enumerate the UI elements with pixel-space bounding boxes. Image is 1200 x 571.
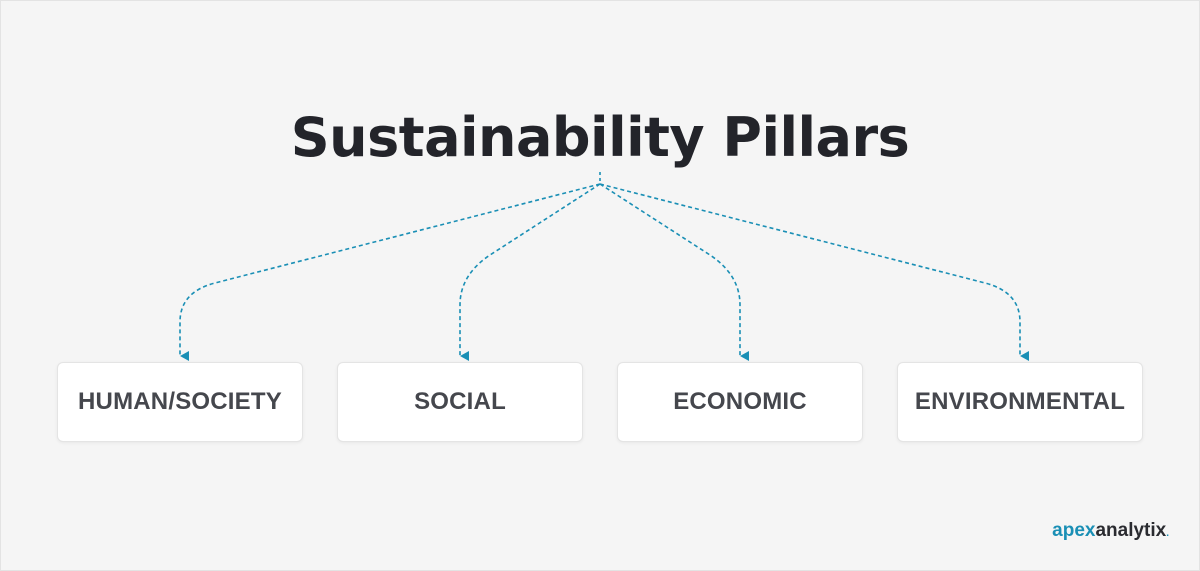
pillar-box-social: SOCIAL — [337, 362, 583, 442]
connector-environmental — [599, 183, 1029, 361]
diagram-title: Sustainability Pillars — [290, 106, 910, 169]
logo-part-apex: apex — [1052, 520, 1096, 541]
connector-social — [459, 183, 601, 361]
pillar-box-environmental: ENVIRONMENTAL — [897, 362, 1143, 442]
pillar-label: SOCIAL — [414, 388, 506, 415]
pillar-label: ENVIRONMENTAL — [914, 388, 1126, 415]
pillar-label: ECONOMIC — [673, 388, 807, 415]
logo-part-analytix: analytix — [1095, 520, 1167, 541]
pillar-box-economic: ECONOMIC — [617, 362, 863, 442]
brand-logo: apexanalytix. — [1052, 520, 1169, 542]
pillar-label: HUMAN/SOCIETY — [78, 388, 282, 415]
connector-human-society — [179, 183, 601, 361]
logo-mark: . — [1166, 528, 1169, 539]
connector-economic — [599, 183, 749, 361]
pillar-box-human-society: HUMAN/SOCIETY — [57, 362, 303, 442]
